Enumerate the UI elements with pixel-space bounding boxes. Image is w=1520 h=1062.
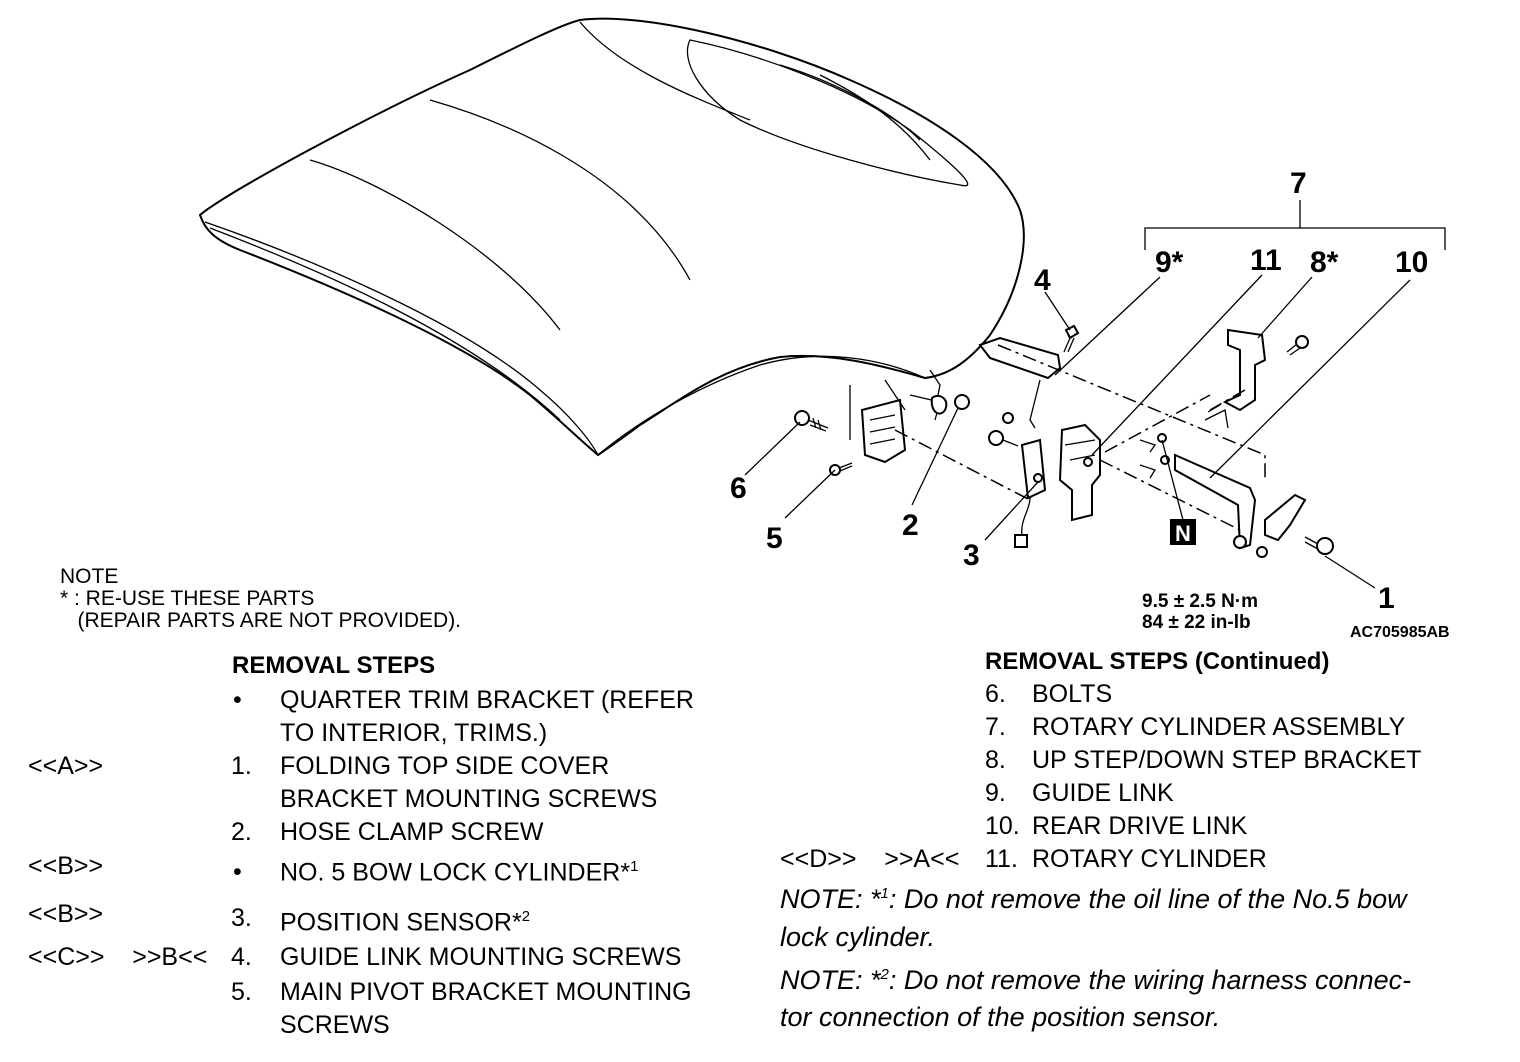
step-tag: <<A>> (28, 752, 104, 780)
position-sensor-illustration (1014, 438, 1047, 548)
fasteners-illustration (794, 324, 1334, 555)
leader-lines (744, 200, 1446, 589)
callout-n-box (1170, 519, 1196, 545)
step-number: 10. (985, 812, 1020, 840)
step-text: NO. 5 BOW LOCK CYLINDER*1 (280, 858, 639, 887)
step-text: REAR DRIVE LINK (1032, 812, 1248, 840)
step-number: 9. (985, 779, 1006, 807)
step-tag: <<C>> >>B<< (28, 943, 208, 971)
step-tag: <<D>> >>A<< (780, 845, 960, 873)
rear-drive-link-illustration (1139, 433, 1307, 558)
note-2-line-1: NOTE: *2: Do not remove the wiring harne… (780, 965, 1412, 995)
step-text: ROTARY CYLINDER ASSEMBLY (1032, 713, 1406, 741)
step-number: 1. (231, 752, 252, 780)
step-text: BOLTS (1032, 680, 1113, 708)
step-text: QUARTER TRIM BRACKET (REFER (280, 686, 694, 714)
step-number: 3. (231, 904, 252, 932)
step-text: FOLDING TOP SIDE COVER (280, 752, 610, 780)
figure-id: AC705985AB (1350, 624, 1450, 641)
step-text: BRACKET MOUNTING SCREWS (280, 785, 658, 813)
step-number: 5. (231, 978, 252, 1006)
step-text: SCREWS (280, 1011, 390, 1039)
callout-11: 11 (1250, 244, 1282, 277)
callout-7: 7 (1290, 167, 1307, 200)
callout-4: 4 (1034, 264, 1051, 297)
removal-steps-header: REMOVAL STEPS (232, 652, 436, 679)
callout-8: 8* (1310, 246, 1339, 279)
removal-steps-continued-header: REMOVAL STEPS (Continued) (985, 648, 1330, 675)
callout-9: 9* (1155, 246, 1184, 279)
guide-link-illustration (978, 336, 1062, 429)
step-text: MAIN PIVOT BRACKET MOUNTING (280, 978, 692, 1006)
step-text: GUIDE LINK MOUNTING SCREWS (280, 943, 682, 971)
note-line-2: (REPAIR PARTS ARE NOT PROVIDED). (60, 609, 462, 632)
step-tag: <<B>> (28, 852, 104, 880)
callout-2: 2 (902, 509, 919, 542)
step-number: 4. (231, 943, 252, 971)
reuse-note: NOTE * : RE-USE THESE PARTS (REPAIR PART… (60, 566, 461, 632)
step-text: UP STEP/DOWN STEP BRACKET (1032, 746, 1422, 774)
folding-top-illustration (198, 17, 1025, 457)
exploded-parts-diagram: 7 9* 11 8* 10 4 6 5 2 3 N 1 9.5 ± 2.5 N·… (198, 17, 1450, 641)
callout-10: 10 (1395, 246, 1428, 279)
step-number: 8. (985, 746, 1006, 774)
step-bullet: • (233, 686, 242, 714)
step-text: TO INTERIOR, TRIMS.) (280, 719, 548, 747)
step-number: 6. (985, 680, 1006, 708)
main-pivot-bracket-illustration (849, 369, 948, 464)
callout-n: N (1175, 521, 1191, 546)
step-text: GUIDE LINK (1032, 779, 1174, 807)
step-bracket-illustration (1204, 328, 1267, 429)
step-number: 2. (231, 818, 252, 846)
callout-6: 6 (730, 472, 747, 505)
step-text: POSITION SENSOR*2 (280, 908, 531, 937)
callout-1: 1 (1378, 582, 1395, 615)
step-number: 7. (985, 713, 1006, 741)
torque-metric: 9.5 ± 2.5 N·m (1142, 591, 1258, 612)
note-1-line-2: lock cylinder. (780, 922, 936, 952)
step-tag: <<B>> (28, 900, 104, 928)
step-text: HOSE CLAMP SCREW (280, 818, 544, 846)
note-2-line-2: tor connection of the position sensor. (780, 1002, 1221, 1032)
assembly-lines (894, 344, 1266, 531)
step-number: 11. (985, 845, 1018, 873)
torque-imperial: 84 ± 22 in-lb (1142, 612, 1251, 633)
step-text: ROTARY CYLINDER (1032, 845, 1267, 873)
note-line-1: * : RE-USE THESE PARTS (60, 587, 315, 610)
callout-3: 3 (963, 539, 980, 572)
note-1-line-1: NOTE: *1: Do not remove the oil line of … (780, 884, 1407, 914)
rotary-cylinder-illustration (1058, 423, 1101, 522)
step-bullet: • (233, 858, 242, 886)
callout-5: 5 (766, 522, 783, 555)
note-title: NOTE (60, 565, 119, 588)
